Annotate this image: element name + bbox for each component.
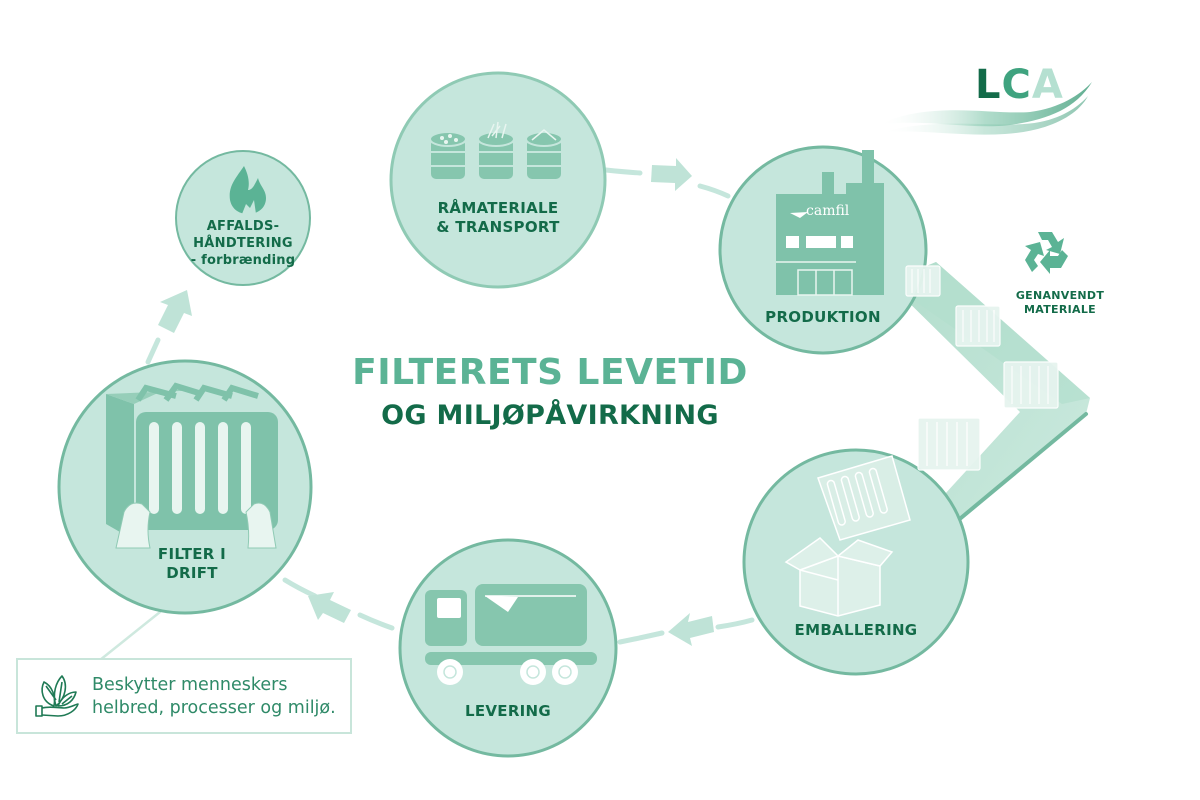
connector-line xyxy=(617,630,665,645)
recycle-label: GENANVENDT MATERIALE xyxy=(1015,289,1105,316)
benefit-text: Beskytter menneskers helbred, processer … xyxy=(92,675,336,718)
arrow-right-icon xyxy=(651,158,692,191)
benefit-connector-line xyxy=(98,610,162,662)
connector-line xyxy=(282,577,318,599)
arrow-left-icon xyxy=(308,592,351,623)
diagram-subtitle: OG MILJØPÅVIRKNING xyxy=(381,400,719,431)
stage-circle-waste xyxy=(175,150,311,286)
connector-line xyxy=(603,167,643,176)
wave-decoration xyxy=(878,82,1092,135)
diagram-title: FILTERETS LEVETID xyxy=(352,352,748,393)
connector-line xyxy=(357,612,395,631)
benefit-box: Beskytter menneskers helbred, processer … xyxy=(16,658,352,734)
connector-line xyxy=(145,337,161,365)
camfil-brand: camfil xyxy=(806,203,850,219)
box-icon xyxy=(784,537,894,617)
stage-label-production: PRODUKTION xyxy=(765,308,881,326)
connector-line xyxy=(697,183,731,199)
belt-filter-icon xyxy=(905,265,941,297)
stage-circle-delivery xyxy=(398,538,618,758)
arrow-up-icon xyxy=(158,290,192,333)
leaves-in-hand-icon xyxy=(35,675,79,717)
filter-hands-icon xyxy=(106,382,278,549)
raw-material-bins-icon xyxy=(429,121,563,181)
connector-line xyxy=(715,617,755,630)
recycle-icon xyxy=(1025,232,1068,274)
stage-label-raw-material: RÅMATERIALE & TRANSPORT xyxy=(436,199,560,236)
stage-label-in-use: FILTER I DRIFT xyxy=(157,545,227,582)
belt-filters xyxy=(905,265,1059,471)
stage-label-packaging: EMBALLERING xyxy=(794,621,918,639)
lca-logo: LCA xyxy=(975,62,1064,108)
falling-filter-icon xyxy=(817,455,911,541)
truck-icon xyxy=(425,584,597,685)
belt-filter-icon xyxy=(955,305,1001,347)
cycle-connectors xyxy=(98,167,755,662)
belt-filter-icon xyxy=(1003,361,1059,409)
stage-label-delivery: LEVERING xyxy=(464,702,552,720)
belt-filter-icon xyxy=(917,417,981,471)
flame-icon xyxy=(229,166,266,214)
factory-icon xyxy=(776,150,884,296)
stage-label-waste: AFFALDS- HÅNDTERING - forbrænding xyxy=(190,219,296,268)
arrow-left-icon xyxy=(668,613,714,646)
